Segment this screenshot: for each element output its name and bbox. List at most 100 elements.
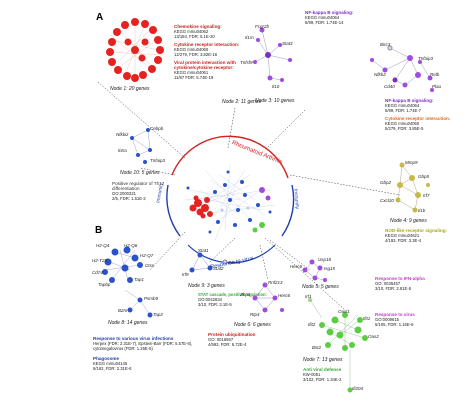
node2-block1-line1: KEGG mmu04064 — [385, 103, 420, 108]
node4-gene: Mmp9 — [405, 160, 418, 165]
node3-cluster — [254, 29, 291, 81]
node1-block1-line1: KEGG mmu04062 — [174, 29, 209, 34]
node7-block1-line1: GO:0009615 — [375, 317, 399, 322]
node2-cluster — [371, 47, 431, 86]
node5-caption: Node 5: 5 genes — [302, 284, 339, 290]
node3-annotation: NF-kappa B signaling: KEGG mmu04064 6/99… — [305, 10, 354, 25]
node9-cluster — [191, 254, 211, 271]
node2-gene: Cd40 — [384, 84, 395, 89]
central-nodes — [186, 170, 272, 234]
node4-nodes — [395, 162, 430, 213]
node2-block1-line2: 5/99, FDR: 1.74E-7 — [385, 108, 422, 113]
node7-block2-line2: 3/102, FDR: 1.34E-2 — [303, 377, 342, 382]
node9-block-line1: GO:0042834 — [198, 297, 222, 302]
panel-label-b: B — [95, 225, 103, 236]
panel-label-a: A — [96, 12, 104, 23]
node10-caption: Node 10: 5 genes — [120, 170, 160, 176]
node2-gene: Nfkb2 — [374, 72, 386, 77]
node3-block1-title: NF-kappa B signaling: — [305, 10, 354, 15]
node6-gene: Herc6 — [278, 293, 291, 298]
node7-gene: Ifit1 — [363, 316, 371, 321]
node8-gene: Cd74 — [92, 270, 103, 275]
node9-caption: Node 9: 3 genes — [188, 283, 225, 289]
node6-annotation: Protein ubiquitination GO: 0016567 4/593… — [208, 332, 255, 347]
node5-block-line2: 3/10, FDR: 2.81E-5 — [375, 286, 412, 291]
node3-gene: Fcgr2b — [255, 24, 270, 29]
node8-gene: H2-Q7 — [140, 253, 154, 258]
node2-annotation: NF-kappa B signaling: KEGG mmu04064 5/99… — [385, 98, 450, 131]
node7-block2-line1: KW-0051 — [303, 372, 321, 377]
node6-block-line2: 4/593, FDR: 6.72E-4 — [208, 342, 247, 347]
node7-gene: Irf1 — [305, 294, 312, 299]
node8-gene: H2-Q4 — [96, 243, 110, 248]
node8-gene: H2-T23 — [92, 258, 108, 263]
node1-block2-title: Cytokine receptor interaction: — [174, 42, 240, 47]
node6-gene: Rnf213 — [268, 280, 283, 285]
node2-block2-title: Cytokine receptor interaction: — [385, 116, 451, 121]
node8-gene: B2m — [118, 308, 128, 313]
node8-gene: Ctss — [145, 263, 154, 268]
node9-nodes — [189, 252, 228, 273]
node4-gene: Il1b — [418, 208, 426, 213]
node8-gene: H2-Q6 — [124, 243, 138, 248]
node8-block2-line1: KEGG mmu04145 — [93, 361, 128, 366]
node8-gene: Tap2 — [153, 312, 163, 317]
node7-annotation-antiviral: Anti viral defense KW-0051 3/102, FDR: 1… — [303, 367, 341, 382]
node8-block2-title: Phagosome — [93, 356, 120, 361]
node9-gene: Stat2 — [213, 266, 224, 271]
node7-block2-title: Anti viral defense — [303, 367, 342, 372]
node1-annotation: Chemokine signaling: KEGG mmu04062 13/18… — [174, 24, 244, 80]
node10-gene: Nfkbiz — [116, 132, 129, 137]
node4-block-line1: KEGG mmu04621 — [385, 233, 420, 238]
leader-lines — [97, 81, 401, 311]
node6-block-line1: GO: 0016567 — [208, 337, 234, 342]
node7-gene: Ifi204 — [352, 386, 364, 391]
node3-gene: Tnfsf9 — [240, 60, 253, 65]
node7-nodes — [308, 298, 368, 393]
virus-arc — [187, 244, 276, 264]
node2-block2-line2: 5/279, FDR: 3.85E-5 — [385, 126, 424, 131]
node2-gene: Relb — [430, 72, 440, 77]
node5-gene: Usp18 — [318, 257, 332, 262]
node3-block1-line2: 6/99, FDR: 1.74E-14 — [305, 20, 344, 25]
node10-block-line1: GO:2000321 — [112, 191, 136, 196]
node10-gene: Cebpb — [150, 126, 164, 131]
node1-block2-line1: KEGG mmu04060 — [174, 47, 209, 52]
node3-gene: Stat3 — [282, 41, 293, 46]
node7-caption: Node 7: 13 genes — [303, 357, 343, 363]
node9-block-title: STAT cascade, positive regulation: — [198, 292, 267, 297]
node4-annotation: NOD-like receptor signaling: KEGG mmu046… — [385, 228, 447, 243]
node4-caption: Node 4: 9 genes — [390, 218, 427, 224]
node3-caption: Node 3: 10 genes — [255, 98, 295, 104]
node7-block1-title: Response to virus — [375, 312, 415, 317]
node1-block3-line1: KEGG mmu04061 — [174, 70, 209, 75]
node10-gene: Tnfaip3 — [150, 158, 166, 163]
node3-gene: Il10 — [272, 84, 280, 89]
node10-annotation: Positive regulator of Th17 differentiati… — [112, 181, 182, 201]
node2-nodes — [370, 45, 434, 92]
node6-cluster — [254, 284, 276, 311]
node8-nodes — [102, 246, 153, 318]
node7-cluster — [309, 299, 366, 390]
node3-nodes — [253, 27, 292, 82]
node5-gene: Herc6 — [290, 264, 303, 269]
node8-gene: Tap1 — [134, 277, 144, 282]
node1-block1-title: Chemokine signaling: — [174, 24, 222, 29]
node9-gene: Irf9 — [182, 272, 189, 277]
node10-block-title: Positive regulator of Th17 differentiati… — [112, 181, 165, 191]
node6-gene: Zbp1 — [240, 292, 251, 297]
node7-gene: Ifit2 — [308, 322, 316, 327]
node2-caption: Node 2: 11 genes — [222, 99, 262, 105]
node2-block2-line1: KEGG mmu04060 — [385, 121, 420, 126]
node1-cluster — [106, 18, 164, 82]
node6-caption: Node 6: 6 genes — [234, 322, 271, 328]
node1-block1-line2: 13/184, FDR: 5.1E-20 — [174, 34, 215, 39]
node6-block-title: Protein ubiquitination — [208, 332, 256, 337]
node9-gene: Stat1 — [198, 248, 209, 253]
node8-block2-line2: 6/162, FDR: 2.31E-6 — [93, 366, 132, 371]
node7-block1-line2: 5/105, FDR: 1.16E-6 — [375, 322, 414, 327]
node8-block1-line2: cytomegalovirus (FDR: 1.25E-5) — [93, 346, 153, 351]
node7-gene: Oasl1 — [338, 309, 350, 314]
node5-block-line1: GO: 0035457 — [375, 281, 401, 286]
immunity-arc-left — [166, 184, 181, 237]
